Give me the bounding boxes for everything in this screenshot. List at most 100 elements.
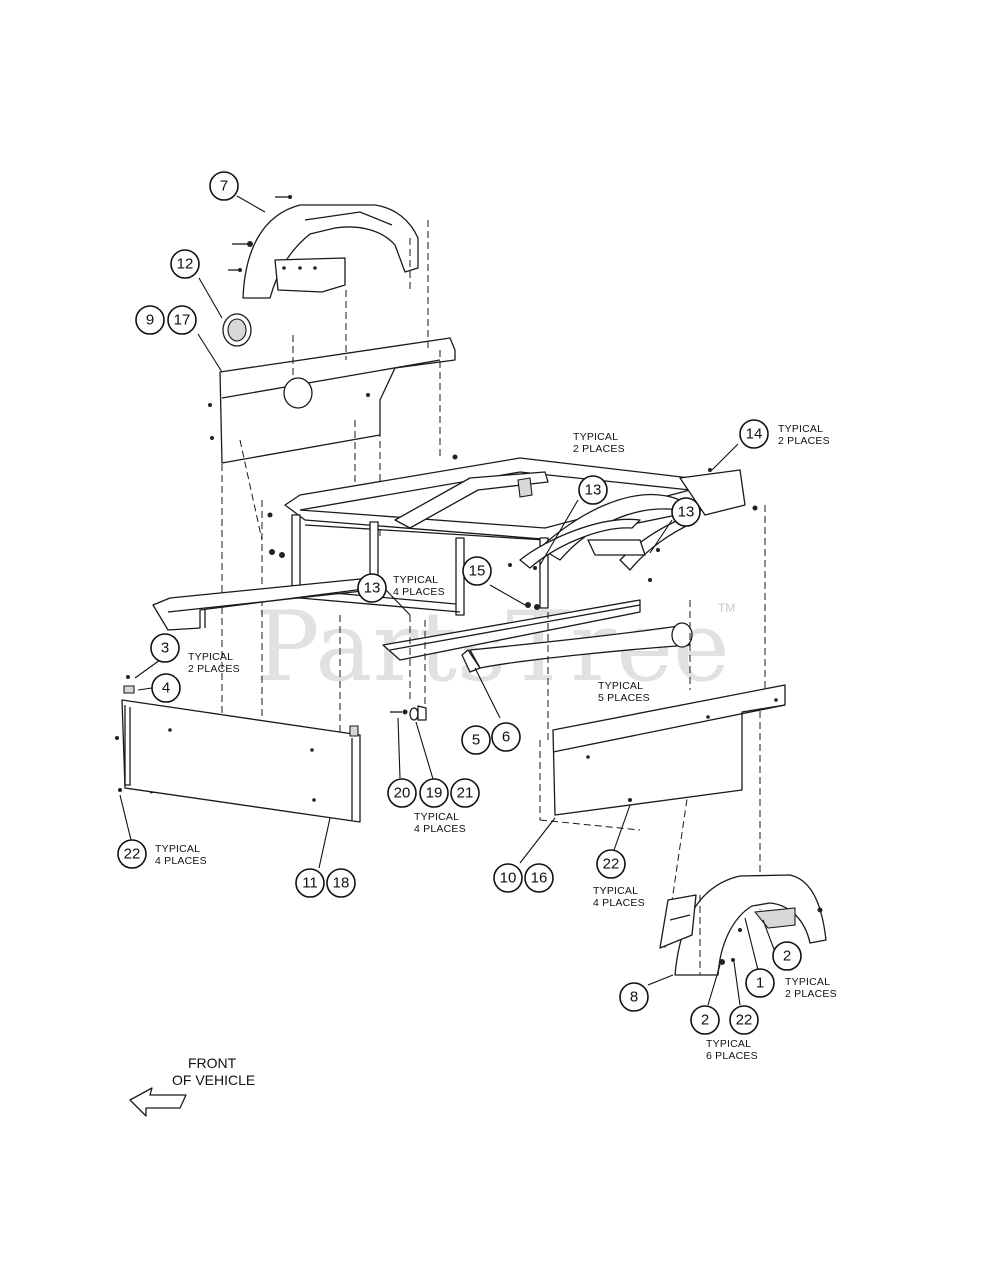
svg-text:TYPICAL: TYPICAL (706, 1038, 751, 1050)
note-typical-4-22-left: TYPICAL 4 PLACES (155, 843, 207, 867)
fasteners-19-21 (390, 705, 427, 721)
svg-text:4 PLACES: 4 PLACES (155, 855, 207, 867)
note-typical-4-13: TYPICAL 4 PLACES (393, 574, 445, 598)
rear-panel-part (208, 337, 456, 464)
callout-8[interactable]: 8 (619, 982, 649, 1012)
svg-text:TYPICAL: TYPICAL (155, 843, 200, 855)
callout-2-right[interactable]: 2 (772, 941, 802, 971)
svg-text:2 PLACES: 2 PLACES (573, 443, 625, 455)
callout-13-top[interactable]: 13 (578, 475, 608, 505)
svg-text:18: 18 (333, 875, 350, 892)
svg-text:15: 15 (469, 563, 486, 580)
frame-fasteners (267, 512, 660, 610)
callout-18[interactable]: 18 (326, 868, 356, 898)
side-panel-part (552, 684, 786, 816)
note-typical-5: TYPICAL 5 PLACES (598, 680, 650, 704)
watermark-tm: TM (718, 601, 735, 615)
callout-19[interactable]: 19 (419, 778, 449, 808)
left-rail-part (152, 577, 373, 631)
svg-text:13: 13 (364, 580, 381, 597)
right-fender-part (659, 874, 827, 976)
front-label-line1: FRONT (188, 1055, 237, 1071)
front-label-line2: OF VEHICLE (172, 1072, 255, 1088)
svg-text:22: 22 (736, 1012, 753, 1029)
callout-12[interactable]: 12 (170, 249, 200, 279)
svg-text:2 PLACES: 2 PLACES (785, 988, 837, 1000)
front-panel-part (115, 699, 361, 823)
callout-15[interactable]: 15 (462, 556, 492, 586)
callout-1[interactable]: 1 (745, 968, 775, 998)
svg-text:TYPICAL: TYPICAL (414, 811, 459, 823)
svg-text:TYPICAL: TYPICAL (593, 885, 638, 897)
svg-text:6 PLACES: 6 PLACES (706, 1050, 758, 1062)
svg-text:22: 22 (603, 856, 620, 873)
svg-text:1: 1 (756, 975, 764, 992)
note-typical-2-3: TYPICAL 2 PLACES (188, 651, 240, 675)
note-typical-2-top: TYPICAL 2 PLACES (573, 431, 625, 455)
svg-text:TYPICAL: TYPICAL (573, 431, 618, 443)
svg-text:TYPICAL: TYPICAL (785, 976, 830, 988)
svg-text:13: 13 (585, 482, 602, 499)
callout-22-bottom[interactable]: 22 (729, 1005, 759, 1035)
callout-21[interactable]: 21 (450, 778, 480, 808)
svg-text:3: 3 (161, 640, 169, 657)
svg-text:TYPICAL: TYPICAL (598, 680, 643, 692)
callout-5[interactable]: 5 (461, 725, 491, 755)
svg-text:17: 17 (174, 312, 191, 329)
fasteners-7 (228, 195, 292, 272)
callout-10[interactable]: 10 (493, 863, 523, 893)
svg-text:TYPICAL: TYPICAL (778, 423, 823, 435)
svg-text:21: 21 (457, 785, 474, 802)
svg-text:13: 13 (678, 504, 695, 521)
callout-11[interactable]: 11 (295, 868, 325, 898)
svg-text:2 PLACES: 2 PLACES (778, 435, 830, 447)
svg-text:14: 14 (746, 426, 763, 443)
svg-text:2: 2 (783, 948, 791, 965)
svg-text:TYPICAL: TYPICAL (188, 651, 233, 663)
svg-text:19: 19 (426, 785, 443, 802)
callout-17[interactable]: 17 (167, 305, 197, 335)
svg-text:8: 8 (630, 989, 638, 1006)
leader-lines (119, 195, 776, 1006)
front-arrow-icon (129, 1087, 187, 1117)
svg-text:4 PLACES: 4 PLACES (393, 586, 445, 598)
callout-20[interactable]: 20 (387, 778, 417, 808)
note-typical-4-19: TYPICAL 4 PLACES (414, 811, 466, 835)
svg-text:TYPICAL: TYPICAL (393, 574, 438, 586)
callout-4[interactable]: 4 (151, 673, 181, 703)
callout-16[interactable]: 16 (524, 863, 554, 893)
callout-14[interactable]: 14 (739, 419, 769, 449)
svg-text:11: 11 (302, 875, 318, 892)
svg-text:5 PLACES: 5 PLACES (598, 692, 650, 704)
svg-text:16: 16 (531, 870, 548, 887)
callout-7[interactable]: 7 (209, 171, 239, 201)
svg-text:4 PLACES: 4 PLACES (414, 823, 466, 835)
note-typical-2-1: TYPICAL 2 PLACES (785, 976, 837, 1000)
svg-text:12: 12 (177, 256, 194, 273)
svg-text:2 PLACES: 2 PLACES (188, 663, 240, 675)
svg-text:7: 7 (220, 178, 228, 195)
note-typical-4-22-right: TYPICAL 4 PLACES (593, 885, 645, 909)
svg-text:5: 5 (472, 732, 480, 749)
callout-3[interactable]: 3 (150, 633, 180, 663)
rear-fender-part (242, 204, 419, 299)
callout-13-right[interactable]: 13 (671, 497, 701, 527)
callout-22-left[interactable]: 22 (117, 839, 147, 869)
svg-text:6: 6 (502, 729, 510, 746)
callout-6[interactable]: 6 (491, 722, 521, 752)
svg-text:4 PLACES: 4 PLACES (593, 897, 645, 909)
svg-text:10: 10 (500, 870, 517, 887)
callout-9[interactable]: 9 (135, 305, 165, 335)
svg-text:9: 9 (146, 312, 154, 329)
note-typical-6: TYPICAL 6 PLACES (706, 1038, 758, 1062)
callout-2-bottom[interactable]: 2 (690, 1005, 720, 1035)
svg-text:2: 2 (701, 1012, 709, 1029)
note-typical-2-14: TYPICAL 2 PLACES (778, 423, 830, 447)
fasteners-3-4 (123, 675, 135, 694)
svg-text:4: 4 (162, 680, 170, 697)
svg-text:20: 20 (394, 785, 411, 802)
reflector-part (222, 313, 252, 347)
callout-22-mid[interactable]: 22 (596, 849, 626, 879)
callout-13-left[interactable]: 13 (357, 573, 387, 603)
